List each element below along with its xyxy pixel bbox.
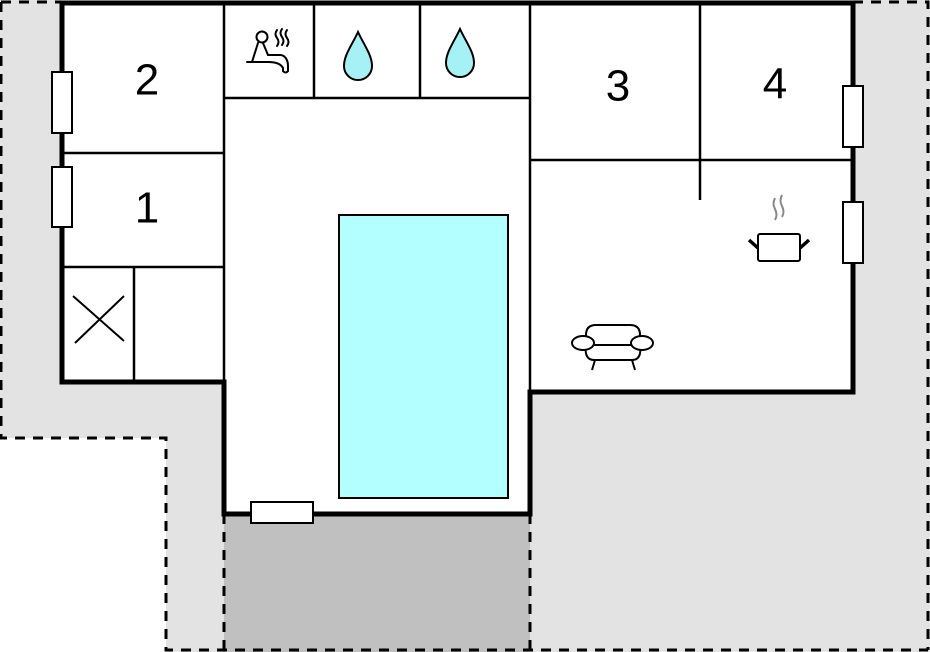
cooking-pot-icon [747, 194, 811, 262]
shower-drop-icon [444, 26, 476, 78]
cross-icon [72, 295, 125, 344]
window [51, 71, 73, 134]
pool [338, 214, 509, 499]
window [51, 166, 73, 228]
sauna-icon [246, 28, 290, 74]
room-label-1: 1 [135, 184, 159, 233]
armchair-icon [571, 324, 654, 371]
window [842, 201, 864, 264]
room-label-4: 4 [763, 60, 787, 109]
interior-walls [62, 3, 853, 392]
window [250, 501, 314, 524]
shower-drop-icon [342, 29, 374, 81]
room-label-3: 3 [606, 62, 630, 111]
exterior-walls [59, 0, 856, 517]
terrace [224, 514, 530, 652]
windows [51, 71, 864, 524]
room-label-2: 2 [135, 56, 159, 105]
window [842, 85, 864, 148]
